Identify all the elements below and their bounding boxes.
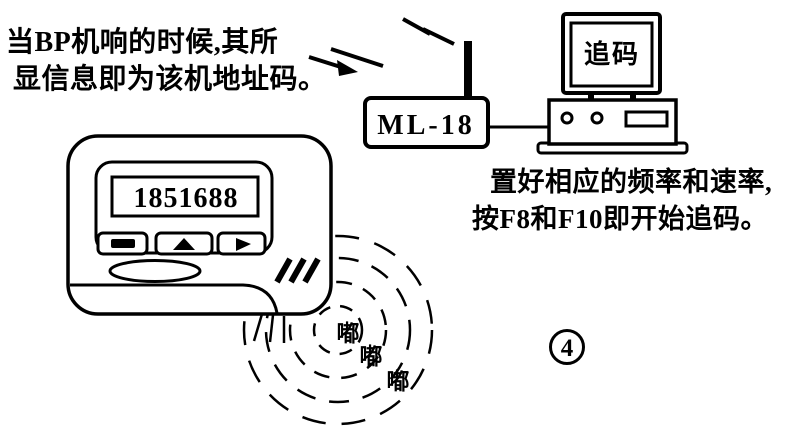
radio-wave-icon-left: [308, 47, 384, 76]
sound-wave-ring-2: [288, 280, 388, 380]
beep-label-1: 嘟: [337, 321, 360, 346]
pager-device: 1851688: [66, 134, 333, 316]
bar-icon: [111, 239, 135, 248]
figure-number-circle: [549, 329, 585, 365]
unit-knob-1: [560, 111, 574, 125]
sound-waves-icon: [242, 234, 434, 426]
pager-case-seam: [70, 283, 279, 314]
caption-right-line1: 置好相应的频率和速率,: [490, 166, 772, 197]
antenna: [464, 41, 472, 101]
bolt-stroke-upper: [330, 47, 384, 68]
grille-slash-1: [274, 257, 293, 284]
sound-wave-ring-1: [312, 304, 364, 356]
caption-top-left-line1: 当BP机响的时候,其所: [6, 25, 278, 58]
figure-number-badge: 4: [549, 329, 585, 365]
screen-text: 追码: [584, 39, 640, 69]
monitor-screen: [569, 21, 654, 88]
speaker-grille-icon: [274, 257, 321, 284]
pager-speaker-oval: [108, 259, 202, 283]
transmitter-label: ML-18: [377, 110, 474, 141]
bolt-arrowhead: [337, 60, 358, 76]
computer: 追码: [536, 12, 689, 155]
transmitter-box: [363, 96, 490, 149]
sound-ray-2: [268, 314, 275, 343]
floppy-slot: [624, 110, 669, 128]
unit-knob-2: [590, 111, 604, 125]
grille-slash-2: [288, 257, 307, 284]
triangle-right-icon: [236, 238, 251, 251]
figure-number-text: 4: [561, 335, 574, 362]
sound-wave-ring-3: [264, 256, 412, 404]
sound-ray-1: [252, 313, 264, 342]
radio-wave-icon-right: [402, 17, 455, 46]
beep-label-3: 嘟: [387, 369, 410, 394]
caption-right-line2: 按F8和F10即开始追码。: [472, 203, 768, 234]
pager-display-value: 1851688: [134, 183, 239, 214]
triangle-up-icon: [173, 238, 195, 250]
caption-top-left-line2: 显信息即为该机地址码。: [13, 62, 327, 95]
transmitter-unit: ML-18: [363, 41, 490, 149]
sound-wave-ring-4: [242, 234, 434, 426]
beep-label-2: 嘟: [360, 344, 383, 369]
grille-slash-3: [302, 257, 321, 284]
pager-lcd: [110, 175, 260, 218]
